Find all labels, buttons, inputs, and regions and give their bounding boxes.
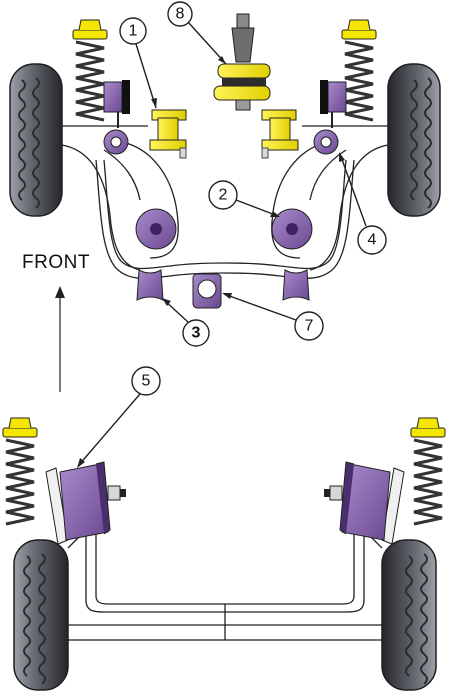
front-axle-assembly	[9, 13, 441, 392]
engine-mount	[213, 13, 271, 111]
callout-4: 4	[339, 152, 387, 255]
front-left-spring	[72, 19, 108, 122]
anti-roll-bar-link-bush-left	[149, 109, 187, 159]
front-left-wishbone-front-bush	[103, 129, 129, 155]
front-right-wishbone-rear-bush	[271, 208, 313, 250]
callouts: 8 1 2 4 3	[77, 1, 387, 468]
callout-3-number: 3	[192, 325, 201, 342]
callout-7: 7	[222, 293, 324, 341]
rear-left-spring	[2, 417, 38, 526]
anti-roll-bar-mount-bush-right	[282, 269, 310, 301]
rear-right-wheel	[381, 539, 437, 691]
front-direction-label: FRONT	[22, 252, 90, 273]
front-right-wheel	[387, 63, 441, 217]
anti-roll-bar-link-bush-right	[261, 109, 299, 159]
callout-5-number: 5	[142, 373, 151, 390]
rear-right-beam-bush	[324, 461, 405, 545]
rear-beam	[67, 528, 383, 641]
front-left-wishbone-rear-bush	[135, 208, 177, 250]
callout-8-number: 8	[176, 6, 185, 23]
jack-pad	[192, 273, 222, 309]
rear-right-spring	[410, 417, 446, 526]
callout-2: 2	[208, 180, 280, 217]
rear-left-beam-bush	[45, 461, 126, 545]
callout-7-number: 7	[305, 318, 314, 335]
front-left-wishbone	[61, 142, 179, 271]
front-right-wishbone-front-bush	[313, 129, 339, 155]
rear-axle-assembly	[2, 417, 446, 691]
rear-left-wheel	[13, 539, 69, 691]
front-direction-arrow	[55, 286, 65, 392]
front-left-wheel	[9, 63, 63, 217]
front-right-spring	[341, 19, 377, 122]
callout-2-number: 2	[219, 187, 228, 204]
anti-roll-bar-mount-bush-left	[136, 269, 164, 301]
front-right-upright	[320, 80, 347, 128]
callout-4-number: 4	[368, 232, 377, 249]
front-left-upright	[103, 80, 130, 128]
anti-roll-bar	[95, 159, 355, 279]
callout-8: 8	[167, 1, 227, 65]
callout-5: 5	[77, 366, 161, 468]
callout-3: 3	[162, 298, 210, 347]
callout-1: 1	[119, 17, 157, 109]
callout-1-number: 1	[129, 23, 138, 40]
